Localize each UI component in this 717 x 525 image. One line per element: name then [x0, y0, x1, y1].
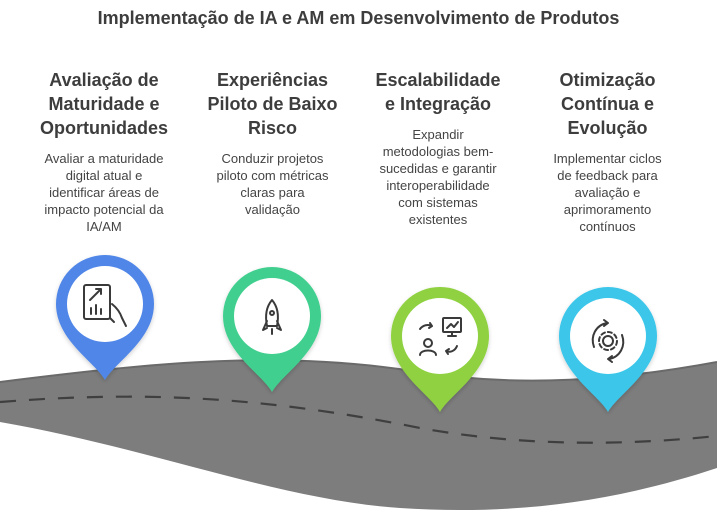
step-2-heading-line: Risco [247, 118, 298, 138]
step-1-pin [56, 255, 154, 380]
step-4-description: Implementar ciclos de feedback para aval… [530, 150, 685, 235]
step-2-desc-line: validação [245, 202, 300, 217]
step-2-heading: Experiências Piloto de Baixo Risco [195, 68, 350, 140]
step-4-heading-line: Contínua e [561, 94, 654, 114]
step-1-pin-inner [67, 266, 143, 342]
step-1-desc-line: identificar áreas de [49, 185, 159, 200]
step-4-desc-line: avaliação e [574, 185, 641, 200]
step-2-heading-line: Experiências [216, 70, 329, 90]
rocket-icon [262, 299, 282, 335]
step-2-desc-line: claras para [240, 185, 305, 200]
step-3-column: Escalabilidade e Integração Expandir met… [362, 68, 514, 228]
step-1-heading-line: Avaliação de [49, 70, 159, 90]
step-3-desc-line: com sistemas [398, 195, 478, 210]
step-3-desc-line: existentes [408, 212, 468, 227]
step-3-heading-line: Escalabilidade [375, 70, 501, 90]
road-center-dashes [0, 395, 717, 444]
step-1-desc-line: IA/AM [86, 219, 122, 234]
step-4-desc-line: contínuos [579, 219, 636, 234]
integration-icon [419, 317, 462, 356]
step-4-desc-line: de feedback para [557, 168, 658, 183]
step-3-desc-line: Expandir [412, 127, 464, 142]
step-4-heading-line: Evolução [567, 118, 648, 138]
page-title: Implementação de IA e AM em Desenvolvime… [97, 8, 620, 28]
step-3-description: Expandir metodologias bem- sucedidas e g… [362, 126, 514, 228]
step-1-heading: Avaliação de Maturidade e Oportunidades [28, 68, 180, 140]
step-1-column: Avaliação de Maturidade e Oportunidades … [28, 68, 180, 235]
step-3-desc-line: interoperabilidade [386, 178, 490, 193]
step-2-column: Experiências Piloto de Baixo Risco Condu… [195, 68, 350, 218]
step-2-description: Conduzir projetos piloto com métricas cl… [195, 150, 350, 218]
step-1-desc-line: Avaliar a maturidade [44, 151, 164, 166]
step-1-heading-line: Oportunidades [39, 118, 168, 138]
step-4-column: Otimização Contínua e Evolução Implement… [530, 68, 685, 235]
step-4-heading: Otimização Contínua e Evolução [530, 68, 685, 140]
step-3-desc-line: metodologias bem- [382, 144, 494, 159]
step-1-desc-line: digital atual e [65, 168, 143, 183]
step-1-desc-line: impacto potencial da [44, 202, 164, 217]
step-2-desc-line: Conduzir projetos [221, 151, 324, 166]
step-4-desc-line: aprimoramento [563, 202, 652, 217]
step-2-heading-line: Piloto de Baixo [207, 94, 338, 114]
chart-document-icon [83, 284, 127, 327]
step-3-heading-line: e Integração [384, 94, 492, 114]
step-1-description: Avaliar a maturidade digital atual e ide… [28, 150, 180, 235]
step-3-desc-line: sucedidas e garantir [379, 161, 497, 176]
step-1-heading-line: Maturidade e [48, 94, 160, 114]
step-3-heading: Escalabilidade e Integração [362, 68, 514, 116]
step-4-heading-line: Otimização [559, 70, 656, 90]
step-3-pin-inner [402, 298, 478, 374]
step-4-desc-line: Implementar ciclos [553, 151, 662, 166]
step-2-desc-line: piloto com métricas [216, 168, 329, 183]
gear-cycle-icon [591, 319, 625, 363]
